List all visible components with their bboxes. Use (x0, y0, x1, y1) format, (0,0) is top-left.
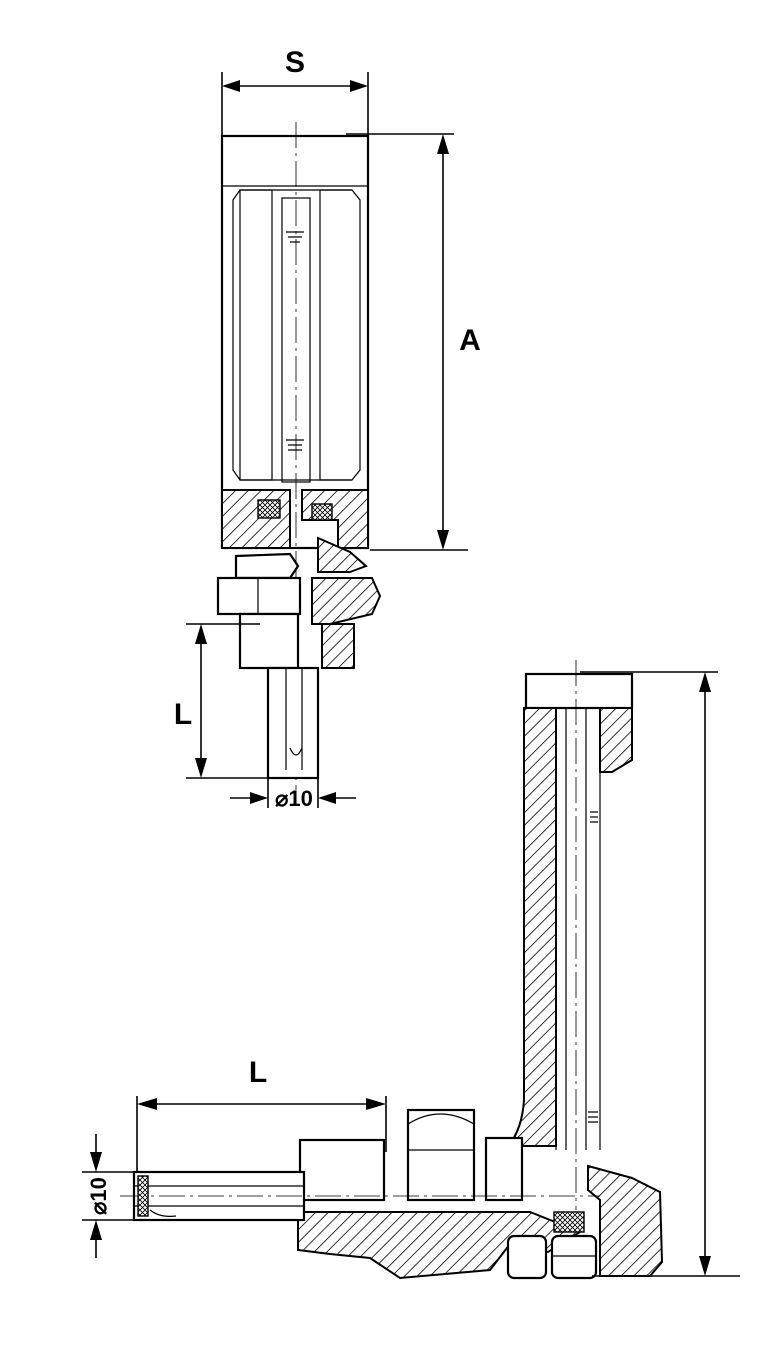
dimension-s-label: S (285, 46, 305, 79)
dimension-diameter-angled: ⌀10 (82, 1134, 136, 1258)
vertical-housing-base-section (221, 489, 291, 549)
vertical-fitting (216, 536, 382, 780)
dimension-l-vertical-label: L (174, 698, 192, 731)
dimension-a-label: A (459, 324, 481, 357)
angled-housing (505, 660, 634, 1210)
dimension-diameter-angled-label: ⌀10 (86, 1177, 111, 1215)
dimension-diameter-vertical-label: ⌀10 (275, 786, 313, 811)
angled-fittings (298, 1108, 598, 1280)
seal-ring-right (311, 503, 333, 521)
angled-stem (120, 1170, 600, 1222)
angled-elbow-section (587, 1164, 664, 1277)
seal-ring-left (257, 499, 281, 519)
dimension-diameter-vertical: ⌀10 (230, 778, 356, 811)
dimension-a: A (346, 133, 481, 551)
dimension-l-horizontal: L (136, 1056, 387, 1172)
dimension-l-horizontal-label: L (249, 1056, 267, 1089)
dimension-l-vertical: L (174, 623, 270, 779)
dimension-s: S (221, 46, 369, 136)
angled-height-dimension (580, 671, 740, 1277)
angled-seal-ring (553, 1211, 585, 1233)
angled-thermometer: L ⌀10 (82, 660, 740, 1280)
vertical-thermometer: S A L ⌀10 (174, 46, 481, 811)
